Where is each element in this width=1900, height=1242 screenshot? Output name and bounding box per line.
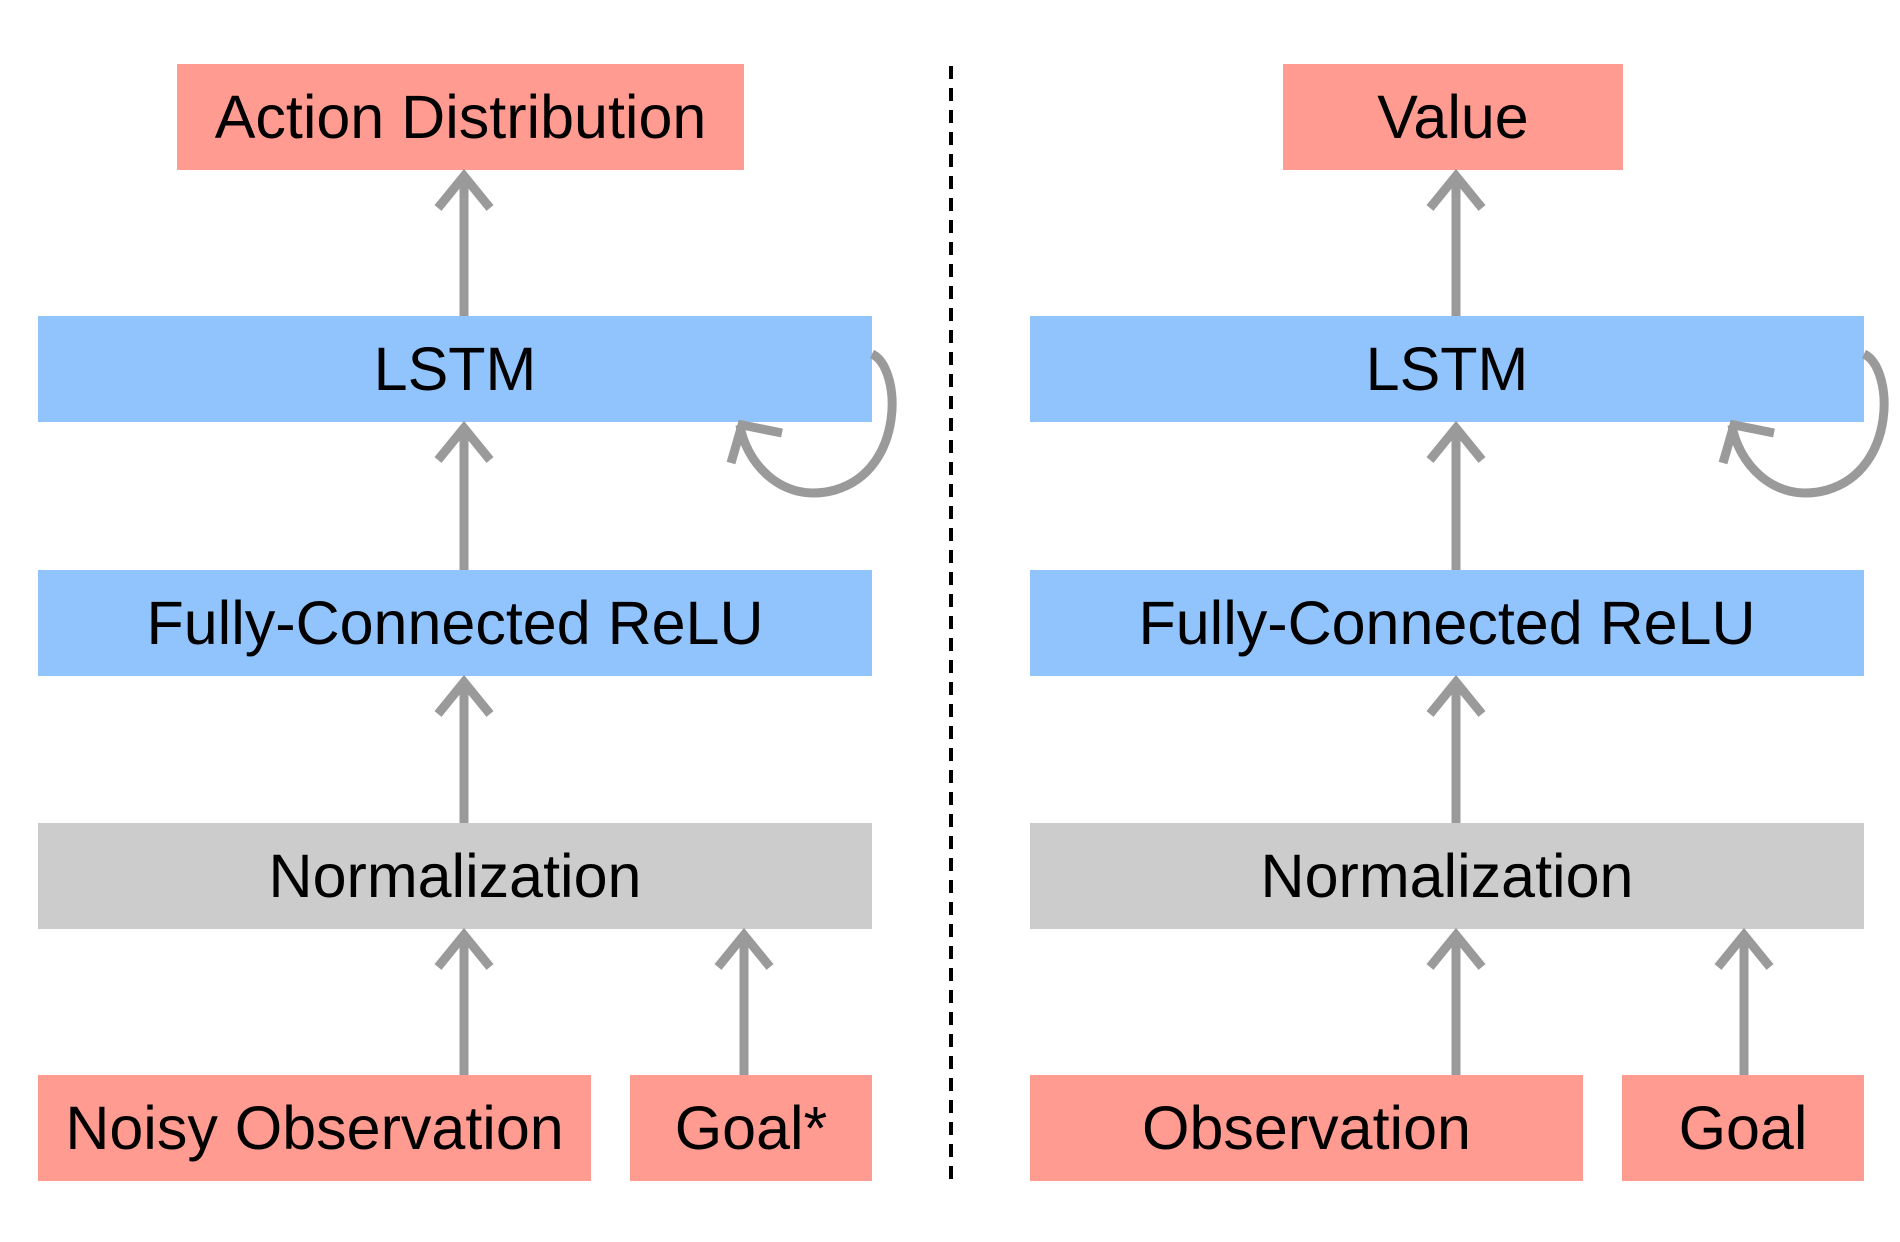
up-arrow-icon: [1426, 420, 1486, 570]
up-arrow-icon: [434, 927, 494, 1075]
value-input-observation-label: Observation: [1142, 1094, 1471, 1162]
policy-fc-box: Fully-Connected ReLU: [38, 570, 872, 676]
policy-input-goal-box: Goal*: [630, 1075, 872, 1181]
policy-output-label: Action Distribution: [214, 83, 707, 151]
up-arrow-icon: [434, 168, 494, 316]
value-output-box: Value: [1283, 64, 1623, 170]
up-arrow-icon: [434, 420, 494, 570]
value-lstm-label: LSTM: [1365, 335, 1529, 403]
value-lstm-box: LSTM: [1030, 316, 1864, 422]
value-norm-label: Normalization: [1260, 842, 1634, 910]
value-output-label: Value: [1377, 83, 1529, 151]
value-input-goal-box: Goal: [1622, 1075, 1864, 1181]
value-input-observation-box: Observation: [1030, 1075, 1583, 1181]
loop-arrow-icon: [726, 349, 897, 498]
up-arrow-icon: [1426, 168, 1486, 316]
value-fc-box: Fully-Connected ReLU: [1030, 570, 1864, 676]
up-arrow-icon: [1426, 927, 1486, 1075]
policy-input-observation-label: Noisy Observation: [65, 1094, 564, 1162]
policy-input-goal-label: Goal*: [674, 1094, 828, 1162]
up-arrow-icon: [1426, 674, 1486, 823]
policy-input-observation-box: Noisy Observation: [38, 1075, 591, 1181]
policy-lstm-box: LSTM: [38, 316, 872, 422]
policy-lstm-label: LSTM: [373, 335, 537, 403]
up-arrow-icon: [1714, 927, 1774, 1075]
policy-output-box: Action Distribution: [177, 64, 744, 170]
loop-arrow-icon: [1718, 349, 1889, 498]
policy-norm-box: Normalization: [38, 823, 872, 929]
value-input-goal-label: Goal: [1678, 1094, 1808, 1162]
value-norm-box: Normalization: [1030, 823, 1864, 929]
up-arrow-icon: [434, 674, 494, 823]
policy-fc-label: Fully-Connected ReLU: [146, 589, 764, 657]
up-arrow-icon: [714, 927, 774, 1075]
value-fc-label: Fully-Connected ReLU: [1138, 589, 1756, 657]
policy-norm-label: Normalization: [268, 842, 642, 910]
